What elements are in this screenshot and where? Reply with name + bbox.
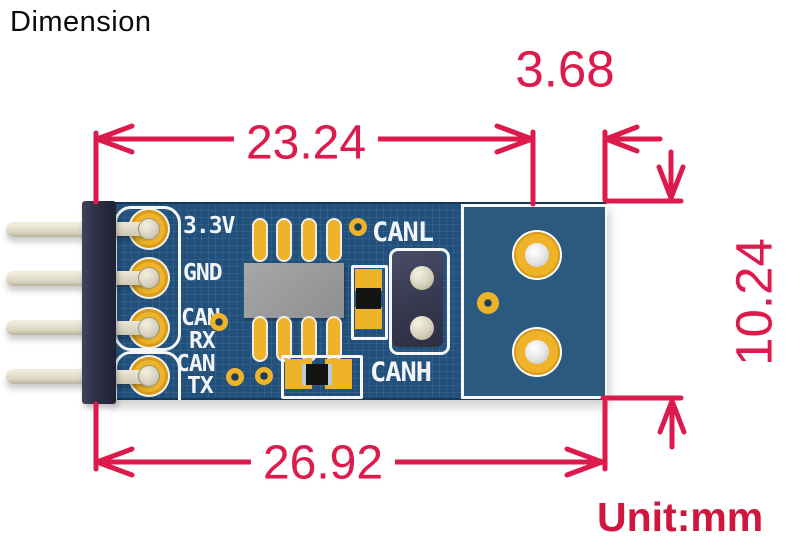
hole (525, 340, 549, 364)
label-can-tx-1: CAN (176, 351, 216, 377)
pin-end-2 (138, 267, 160, 289)
pin-end-1 (138, 218, 160, 240)
pin-end-4 (138, 365, 160, 387)
header-pin-2 (6, 271, 92, 286)
ic-chip (244, 263, 344, 318)
page-title: Dimension (10, 6, 152, 38)
via-pad (210, 313, 228, 331)
via-pad (477, 292, 499, 314)
label-gnd: GND (183, 260, 223, 286)
label-canl: CANL (372, 217, 434, 248)
label-can-rx-2: RX (189, 328, 216, 354)
mounting-hole-bottom (514, 329, 560, 375)
ic-pad (252, 218, 268, 262)
smd-capacitor-pad (355, 269, 382, 291)
canh-pin (410, 316, 434, 340)
mounting-hole-top (514, 232, 560, 278)
dim-value-3-68: 3.68 (515, 40, 615, 98)
ic-pad (276, 218, 292, 262)
via-pad (226, 368, 244, 386)
canl-pin (410, 266, 434, 290)
ic-pad (326, 218, 342, 262)
smd-resistor-outline (281, 355, 363, 399)
hole (525, 243, 549, 267)
pin-header (82, 201, 116, 404)
smd-capacitor-body (356, 288, 381, 309)
ic-pad (252, 316, 268, 362)
dim-value-10-24: 10.24 (725, 238, 783, 366)
header-pin-1 (6, 222, 92, 237)
via-pad (349, 218, 367, 236)
ic-pad (301, 218, 317, 262)
pcb-board: 3.3V GND CAN RX CAN TX CANL CANH (110, 202, 607, 400)
can-connector-outline (389, 248, 450, 355)
header-pin-3 (6, 320, 92, 335)
label-canh: CANH (370, 357, 432, 388)
ic-pad (276, 316, 292, 362)
pin-end-3 (138, 317, 160, 339)
smd-capacitor-pad (355, 307, 382, 329)
via-pad (255, 367, 273, 385)
dim-value-23-24: 23.24 (233, 115, 379, 171)
label-3v3: 3.3V (183, 213, 235, 239)
label-can-tx-2: TX (187, 373, 214, 399)
smd-capacitor-outline (351, 265, 388, 340)
unit-label: Unit:mm (597, 494, 764, 540)
header-pin-4 (6, 369, 92, 384)
dim-value-26-92: 26.92 (250, 435, 396, 491)
smd-resistor-body (302, 364, 332, 385)
